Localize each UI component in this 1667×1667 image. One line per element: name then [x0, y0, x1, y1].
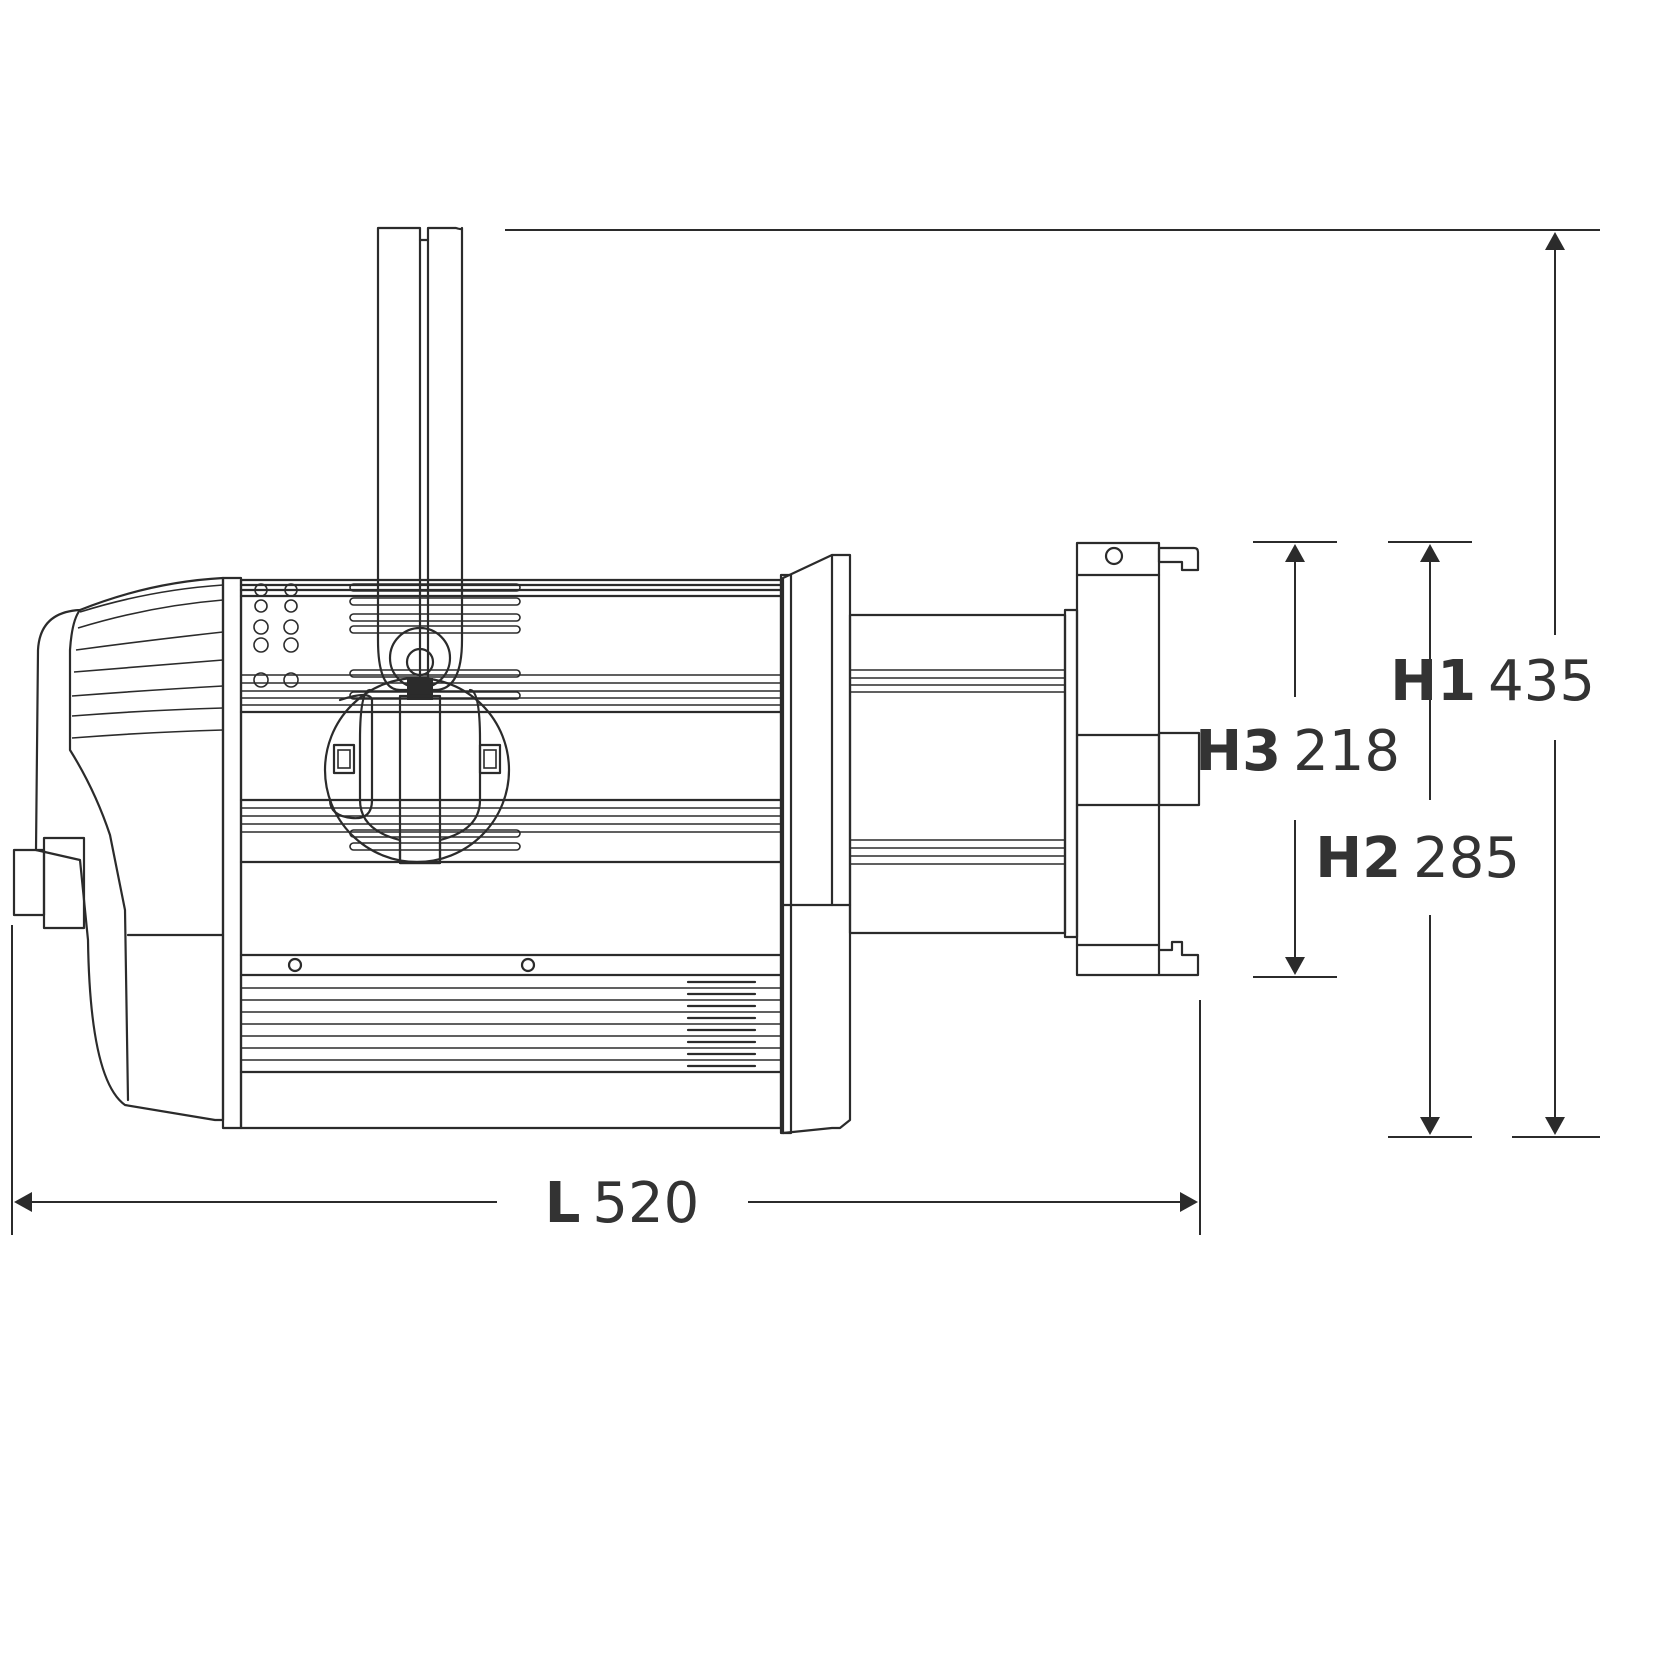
l-arrow-right — [1180, 1192, 1198, 1212]
h3-arrow-up — [1285, 544, 1305, 562]
h1-arrow-up — [1545, 232, 1565, 250]
h3-arrow-down — [1285, 957, 1305, 975]
dimension-lines — [11, 229, 1600, 1235]
lens-tube — [781, 541, 1201, 1135]
l-arrow-left — [14, 1192, 32, 1212]
h2-arrow-up — [1420, 544, 1440, 562]
yoke — [323, 226, 511, 865]
rear-cap — [12, 576, 225, 1122]
main-body — [221, 573, 793, 1135]
h2-arrow-down — [1420, 1117, 1440, 1135]
h1-arrow-down — [1545, 1117, 1565, 1135]
power-connector — [12, 848, 46, 917]
